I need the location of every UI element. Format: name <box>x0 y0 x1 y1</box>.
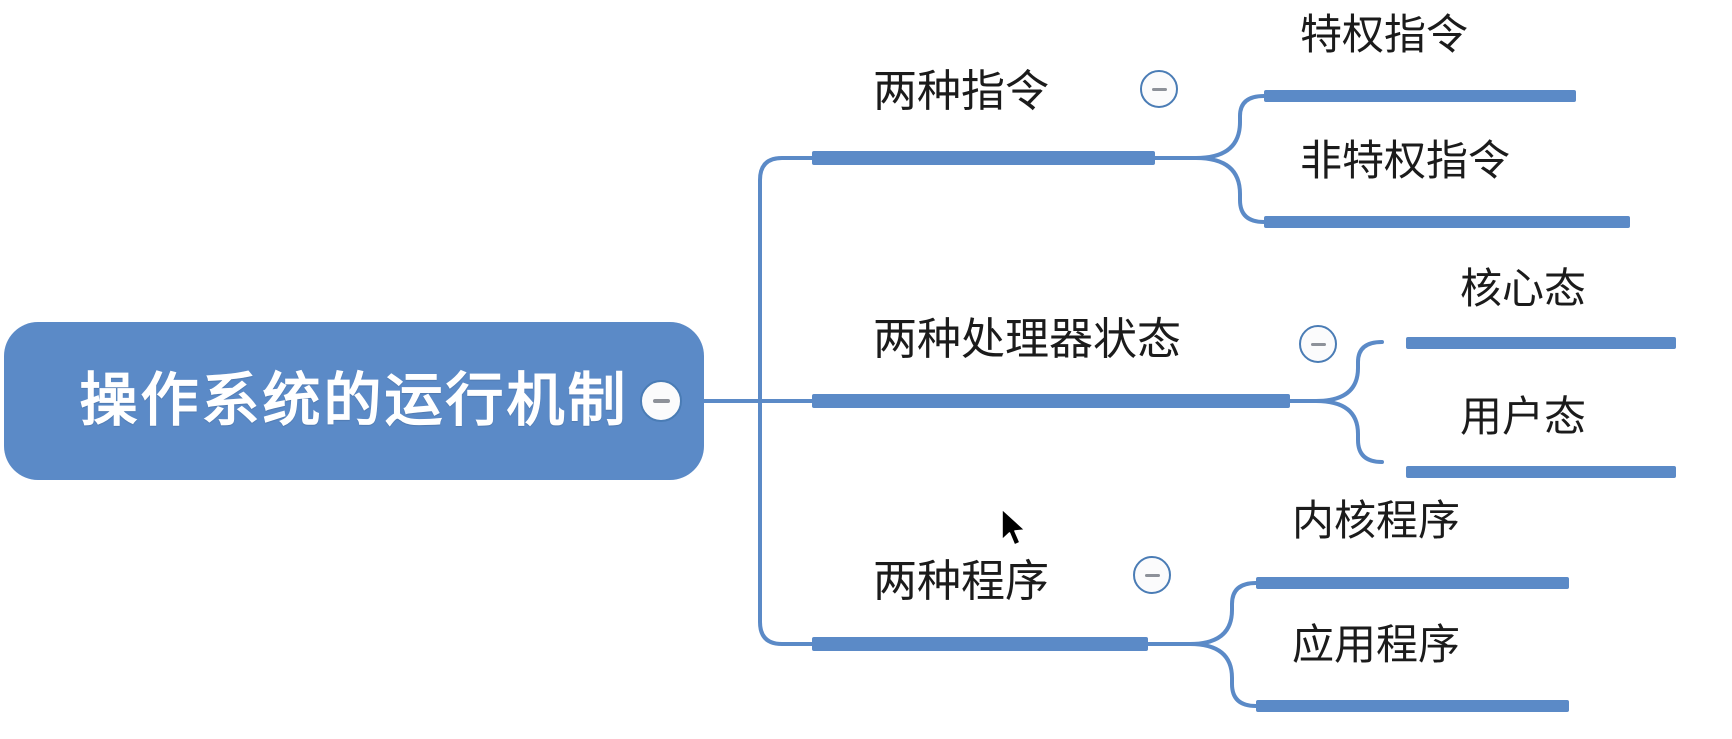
minus-icon <box>652 399 670 403</box>
minus-icon <box>1151 87 1167 91</box>
wire-b3-leaf2 <box>1146 642 1258 708</box>
branch-1-collapse-toggle[interactable] <box>1140 70 1178 108</box>
minus-icon <box>1310 342 1326 346</box>
branch-2-collapse-toggle[interactable] <box>1299 325 1337 363</box>
branch-bar-1[interactable] <box>812 151 1155 165</box>
leaf-label-2-2[interactable]: 用户态 <box>1460 393 1587 440</box>
leaf-label-1-2[interactable]: 非特权指令 <box>1300 137 1511 184</box>
leaf-label-2-1[interactable]: 核心态 <box>1460 265 1587 312</box>
wire-b1-leaf2 <box>1153 156 1266 224</box>
branch-label-3[interactable]: 两种程序 <box>873 557 1049 606</box>
wire-b3-leaf1 <box>1146 581 1258 646</box>
minus-icon <box>1144 573 1160 577</box>
root-node[interactable]: 操作系统的运行机制 <box>4 322 704 480</box>
leaf-label-1-1[interactable]: 特权指令 <box>1300 11 1469 58</box>
branch-label-1[interactable]: 两种指令 <box>873 67 1049 116</box>
wire-b2-leaf2 <box>1288 399 1384 464</box>
leaf-bar-1-2[interactable] <box>1264 216 1630 228</box>
wire-trunk-bottom <box>758 399 814 646</box>
leaf-bar-3-1[interactable] <box>1256 577 1569 589</box>
branch-3-collapse-toggle[interactable] <box>1133 556 1171 594</box>
branch-bar-2[interactable] <box>812 394 1290 408</box>
leaf-label-3-1[interactable]: 内核程序 <box>1292 497 1461 544</box>
leaf-bar-3-2[interactable] <box>1256 700 1569 712</box>
branch-label-2[interactable]: 两种处理器状态 <box>873 315 1181 364</box>
root-node-label: 操作系统的运行机制 <box>79 368 629 433</box>
root-collapse-toggle[interactable] <box>640 380 682 422</box>
leaf-label-3-2[interactable]: 应用程序 <box>1292 621 1461 668</box>
leaf-bar-2-2[interactable] <box>1406 466 1676 478</box>
wire-b1-leaf1 <box>1153 94 1266 160</box>
wire-trunk-top <box>758 156 814 403</box>
leaf-bar-2-1[interactable] <box>1406 337 1676 349</box>
wire-b2-leaf1 <box>1288 340 1384 403</box>
branch-bar-3[interactable] <box>812 637 1148 651</box>
leaf-bar-1-1[interactable] <box>1264 90 1576 102</box>
